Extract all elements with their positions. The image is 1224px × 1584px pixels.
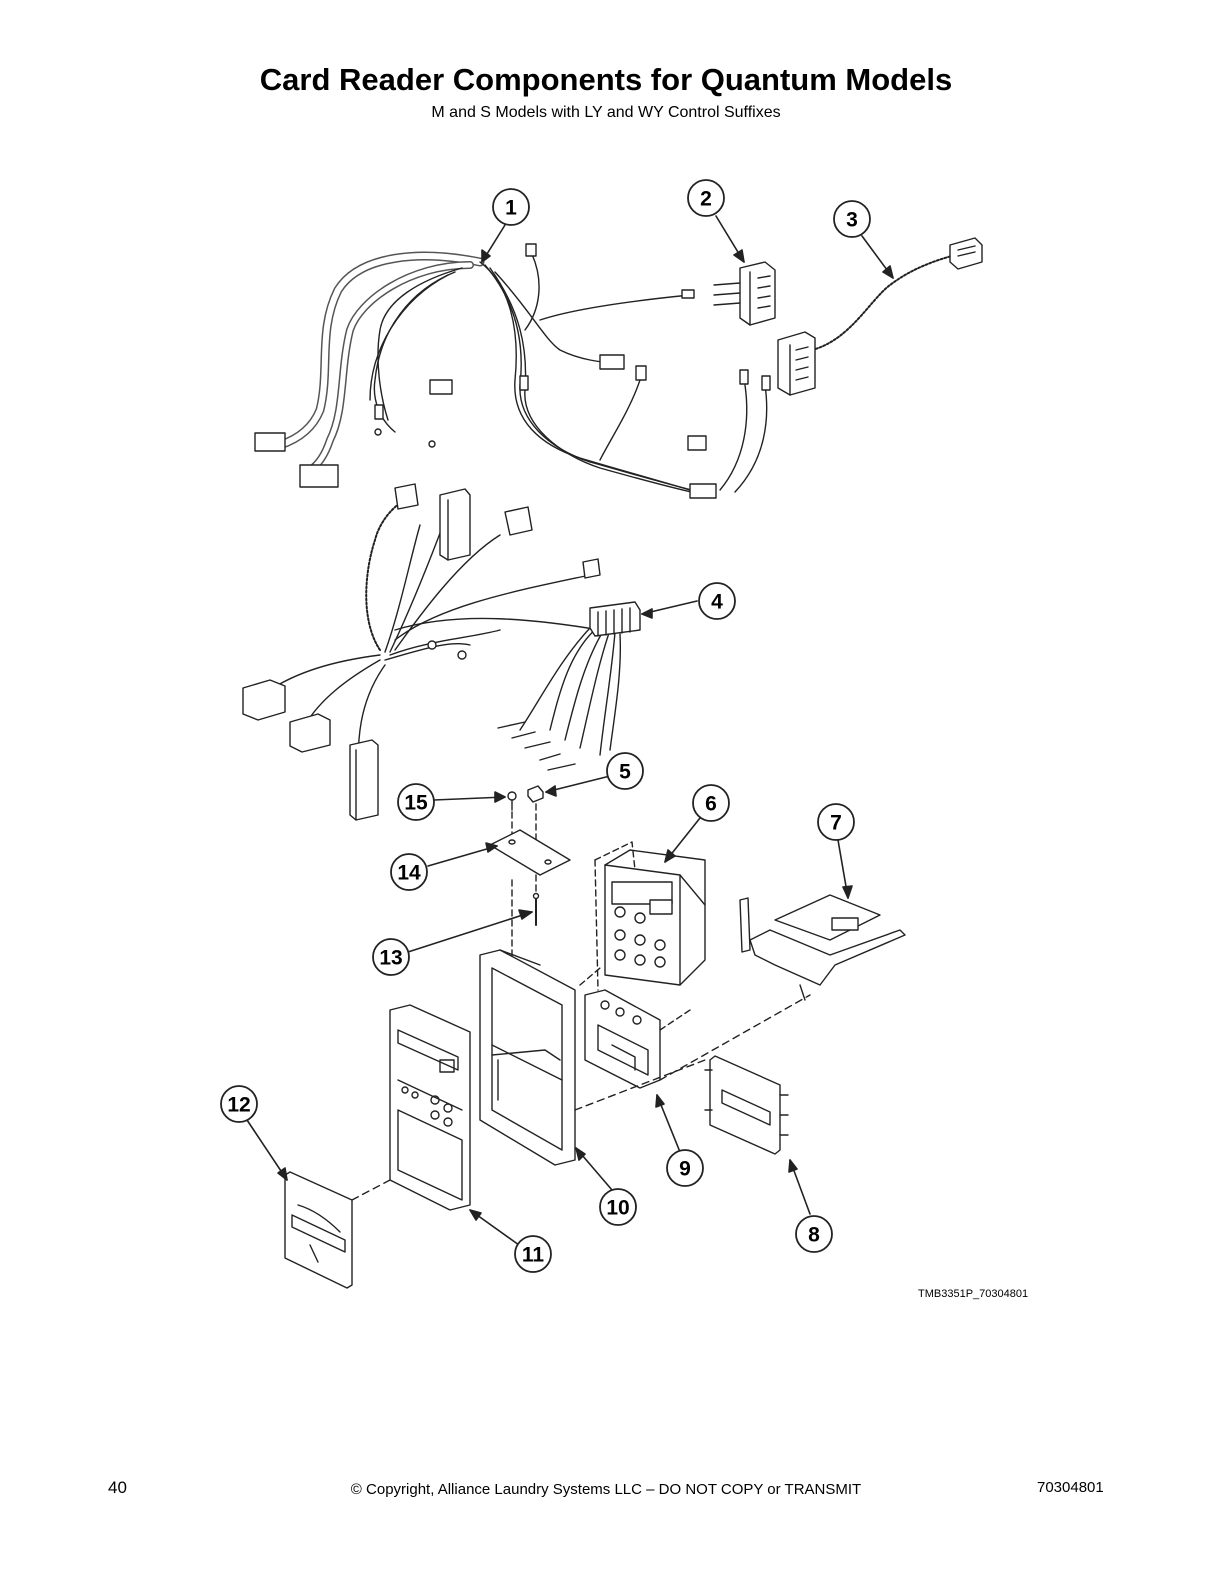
connector-block — [713, 261, 776, 326]
callout-13: 13 — [379, 947, 402, 970]
callout-1: 1 — [505, 197, 517, 220]
callout-6: 6 — [705, 793, 717, 816]
mounting-plate — [489, 829, 571, 876]
page-number: 40 — [108, 1478, 127, 1497]
callout-12: 12 — [227, 1094, 250, 1117]
callout-2: 2 — [700, 188, 712, 211]
rear-plate — [704, 1055, 789, 1155]
main-wire-harness — [254, 243, 771, 499]
page-subtitle: M and S Models with LY and WY Control Su… — [431, 104, 781, 121]
page-title: Card Reader Components for Quantum Model… — [259, 62, 953, 97]
callout-9: 9 — [679, 1158, 691, 1181]
callout-14: 14 — [397, 862, 421, 885]
callout-10: 10 — [606, 1197, 629, 1220]
callout-4: 4 — [711, 591, 723, 614]
callout-15: 15 — [404, 792, 428, 815]
callout-leaders — [246, 215, 894, 1246]
drawing-id: TMB3351P_70304801 — [918, 1288, 1029, 1300]
card-reader-harness — [242, 483, 641, 821]
jumper-cable — [777, 237, 983, 396]
copyright-notice: © Copyright, Alliance Laundry Systems LL… — [350, 1481, 862, 1498]
callout-3: 3 — [846, 209, 858, 232]
callout-8: 8 — [808, 1224, 820, 1247]
pin — [511, 874, 540, 961]
callout-7: 7 — [830, 812, 842, 835]
callout-circles — [220, 179, 871, 1273]
housing-frame — [479, 949, 601, 1166]
card-insert-label — [284, 1171, 391, 1289]
document-number: 70304801 — [1037, 1479, 1104, 1496]
control-faceplate — [389, 1004, 471, 1211]
callout-11: 11 — [522, 1244, 545, 1267]
card-reader-module — [594, 841, 706, 991]
callout-5: 5 — [619, 761, 631, 784]
bracket — [739, 894, 906, 1001]
mounting-bracket-plate — [584, 989, 691, 1089]
